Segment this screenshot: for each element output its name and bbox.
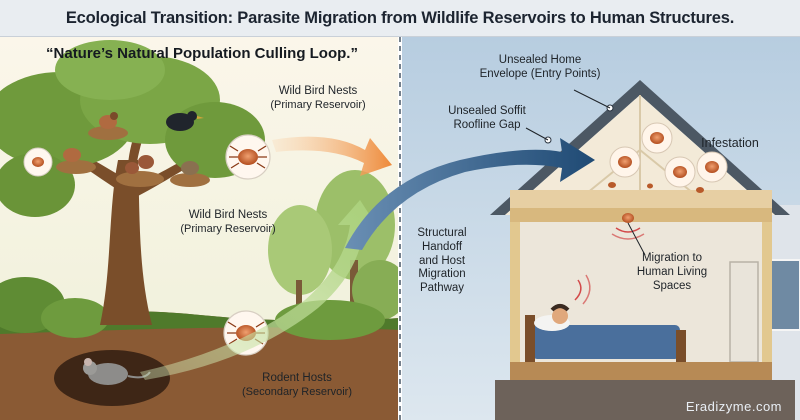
label-line: Human Living	[636, 265, 708, 278]
descending-mite	[611, 213, 646, 256]
header-bar: Ecological Transition: Parasite Migratio…	[0, 0, 800, 37]
label-wild-bird-nests-mid: Wild Bird Nests (Primary Reservoir)	[158, 209, 298, 236]
label-line: Spaces	[652, 279, 692, 292]
watermark: Eradizyme.com	[685, 399, 782, 414]
label-rodent-hosts: Rodent Hosts (Secondary Reservoir)	[232, 372, 362, 399]
label-subtitle: (Secondary Reservoir)	[241, 385, 353, 398]
arrow-nests-to-house	[272, 136, 392, 176]
quote-heading: “Nature’s Natural Population Culling Loo…	[46, 45, 358, 62]
label-wild-bird-nests-top: Wild Bird Nests (Primary Reservoir)	[248, 85, 388, 112]
door	[729, 261, 759, 363]
label-line: Migration to	[641, 252, 703, 264]
label-line: Unsealed Home	[498, 54, 582, 66]
bird-icon	[138, 155, 154, 169]
bird-nest-1	[88, 112, 128, 140]
mite-icon	[622, 213, 634, 223]
label-subtitle: (Primary Reservoir)	[270, 98, 366, 111]
floor	[510, 362, 772, 380]
tree-trunk	[100, 160, 152, 325]
label-line: Handoff	[421, 240, 463, 253]
forest-scene	[0, 37, 398, 420]
bushes	[0, 277, 385, 340]
label-title: Wild Bird Nests	[188, 209, 268, 221]
label-line: and Host	[418, 254, 466, 267]
label-handoff: Structural Handoff and Host Migration Pa…	[404, 227, 480, 296]
mite-icon	[650, 132, 664, 144]
insulation	[510, 190, 772, 210]
bird-nest-2	[56, 148, 96, 174]
leader-envelope	[573, 89, 611, 109]
mouse-icon	[83, 358, 151, 385]
label-line: Structural	[417, 227, 467, 239]
label-line: Migration	[418, 268, 466, 281]
mite-icon	[238, 149, 258, 165]
mite-callout-small	[23, 147, 53, 177]
tree-canopy	[0, 40, 265, 217]
label-infestation: Infestation	[701, 136, 759, 150]
label-soffit-gap: Unsealed Soffit Roofline Gap	[434, 105, 540, 133]
alert-wave	[574, 279, 582, 301]
mite-callout-nest	[225, 134, 271, 180]
label-subtitle: (Primary Reservoir)	[180, 222, 276, 235]
label-line: Roofline Gap	[453, 118, 521, 131]
arrow-rodent-to-house	[140, 200, 378, 380]
mite-icon	[705, 161, 719, 173]
bed-icon	[525, 315, 686, 362]
bird-icon	[181, 161, 199, 175]
mite-icon	[32, 157, 44, 167]
label-title: Wild Bird Nests	[278, 85, 358, 97]
foundation	[495, 380, 795, 420]
arrow-handoff	[345, 138, 595, 250]
label-line: Envelope (Entry Points)	[479, 67, 601, 80]
mite-icon	[673, 166, 687, 178]
label-line: Pathway	[419, 282, 465, 295]
page-title: Ecological Transition: Parasite Migratio…	[65, 8, 735, 27]
crow	[166, 111, 204, 131]
label-home-envelope: Unsealed Home Envelope (Entry Points)	[460, 54, 620, 82]
mite-icon	[618, 156, 632, 168]
label-title: Rodent Hosts	[262, 372, 332, 384]
bird-nest-4	[170, 161, 210, 187]
attic-mites	[608, 122, 728, 193]
ceiling-joist	[510, 208, 772, 222]
bird-icon	[63, 148, 81, 162]
house-scene	[402, 37, 800, 420]
bird-nest-3	[116, 155, 164, 187]
illustration	[0, 37, 800, 420]
leader-soffit	[525, 127, 549, 141]
label-migration: Migration to Human Living Spaces	[630, 252, 714, 293]
sleeping-person-icon	[550, 304, 570, 324]
label-line: Unsealed Soffit	[448, 105, 526, 117]
bird-icon	[166, 113, 194, 131]
